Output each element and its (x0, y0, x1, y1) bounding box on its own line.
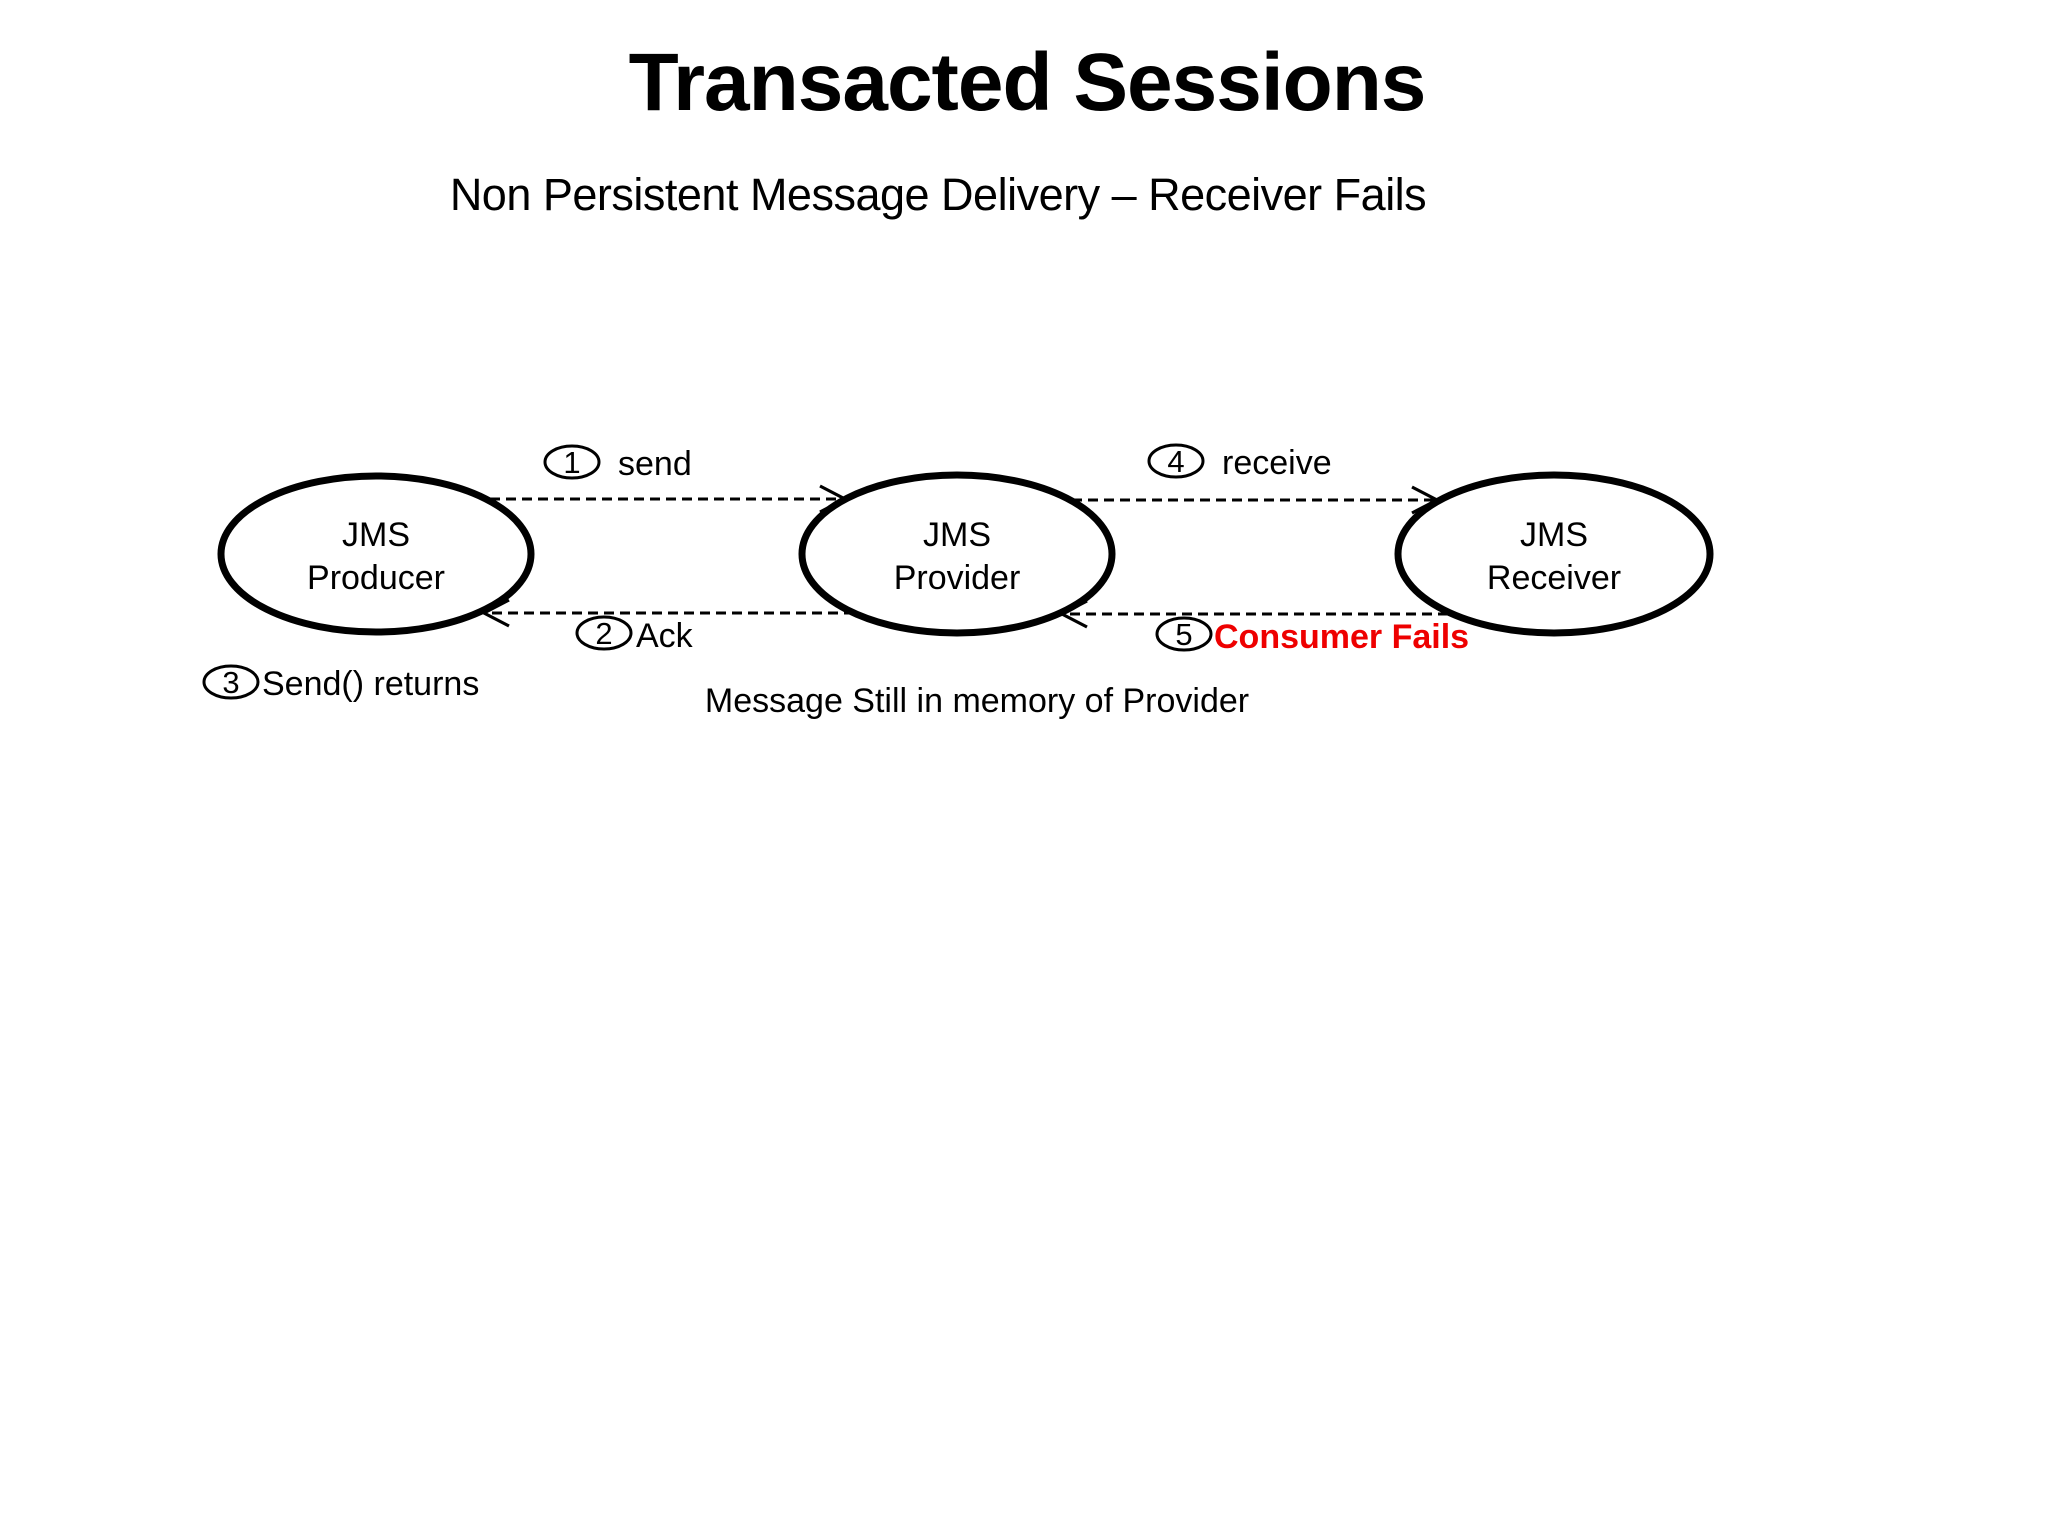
step4-number: 4 (1167, 444, 1184, 479)
step5-badge (1155, 616, 1213, 652)
step3-badge (202, 664, 260, 700)
jms-provider-ellipse (798, 471, 1116, 637)
provider-memory-note: Message Still in memory of Provider (705, 682, 1249, 720)
jms-provider-label-line2: Provider (894, 559, 1021, 597)
step4-badge (1147, 443, 1205, 479)
step5-number: 5 (1175, 617, 1192, 652)
step1-badge (543, 444, 601, 480)
jms-producer-label-line2: Producer (307, 559, 445, 597)
step2-badge (575, 615, 633, 651)
step2-number: 2 (595, 616, 612, 651)
step3-label: Send() returns (262, 665, 479, 703)
jms-provider-label-line1: JMS (923, 516, 991, 554)
jms-producer-ellipse (217, 472, 535, 636)
step1-label: send (618, 445, 692, 483)
step5-label: Consumer Fails (1214, 618, 1469, 656)
step4-label: receive (1222, 444, 1332, 482)
jms-receiver-ellipse (1394, 471, 1714, 637)
slide-subtitle: Non Persistent Message Delivery – Receiv… (449, 169, 1427, 220)
jms-producer-label-line1: JMS (342, 516, 410, 554)
step2-label: Ack (636, 617, 694, 655)
step3-number: 3 (222, 665, 239, 700)
step1-number: 1 (563, 445, 580, 480)
slide-title: Transacted Sessions (628, 37, 1427, 128)
jms-receiver-label-line1: JMS (1520, 516, 1588, 554)
jms-receiver-label-line2: Receiver (1487, 559, 1621, 597)
